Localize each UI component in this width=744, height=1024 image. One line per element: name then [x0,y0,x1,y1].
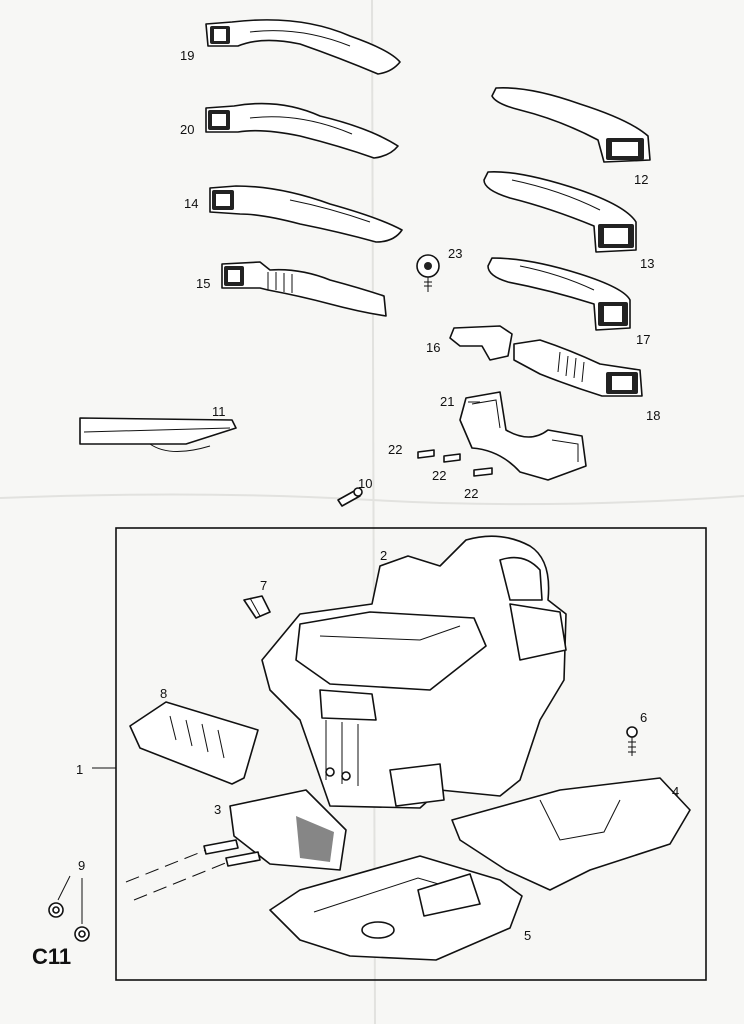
callout-labels: 19 20 14 15 12 13 23 17 16 21 18 11 22 2… [32,48,679,969]
duct-21 [459,391,587,481]
callout-23: 23 [448,246,462,261]
callout-3: 3 [214,802,221,817]
callout-16: 16 [426,340,440,355]
duct-17 [487,257,631,331]
heater-housing-2 [261,535,567,809]
callout-12: 12 [634,172,648,187]
callout-13: 13 [640,256,654,271]
callout-21: 21 [440,394,454,409]
callout-15: 15 [196,276,210,291]
duct-13 [483,171,637,253]
grille-8 [129,701,259,785]
guide-line [133,861,229,901]
duct-15 [221,261,387,317]
screw-10 [337,487,363,507]
nuts-9 [48,902,90,942]
clip-7 [243,595,271,619]
leader-lines [57,401,480,924]
duct-19 [205,19,401,75]
callout-22a: 22 [388,442,402,457]
paper-fold [0,493,744,506]
callout-10: 10 [358,476,372,491]
guide-line [125,849,207,883]
callout-4: 4 [672,784,679,799]
duct-14 [209,185,403,243]
heater-core-3 [203,789,347,871]
callout-1: 1 [76,762,83,777]
callout-2: 2 [380,548,387,563]
assembly-frame [115,527,707,981]
callout-18: 18 [646,408,660,423]
callout-20: 20 [180,122,194,137]
sheet-code: C11 [32,944,71,969]
paper-fold-vertical [371,0,376,1024]
callout-22c: 22 [464,486,478,501]
duct-18 [513,339,643,397]
duct-12 [491,87,651,163]
callout-9: 9 [78,858,85,873]
callout-14: 14 [184,196,198,211]
callout-7: 7 [260,578,267,593]
duct-base-5 [269,855,523,961]
screw-6 [626,726,638,756]
clip-23 [416,254,440,292]
cover-4 [451,777,691,891]
callout-6: 6 [640,710,647,725]
callout-19: 19 [180,48,194,63]
seal-strip-11 [79,417,237,453]
callout-17: 17 [636,332,650,347]
callout-11: 11 [212,404,226,419]
callout-22b: 22 [432,468,446,483]
duct-16 [449,325,513,361]
callout-8: 8 [160,686,167,701]
screws-22 [417,449,493,477]
callout-5: 5 [524,928,531,943]
duct-20 [205,102,399,159]
